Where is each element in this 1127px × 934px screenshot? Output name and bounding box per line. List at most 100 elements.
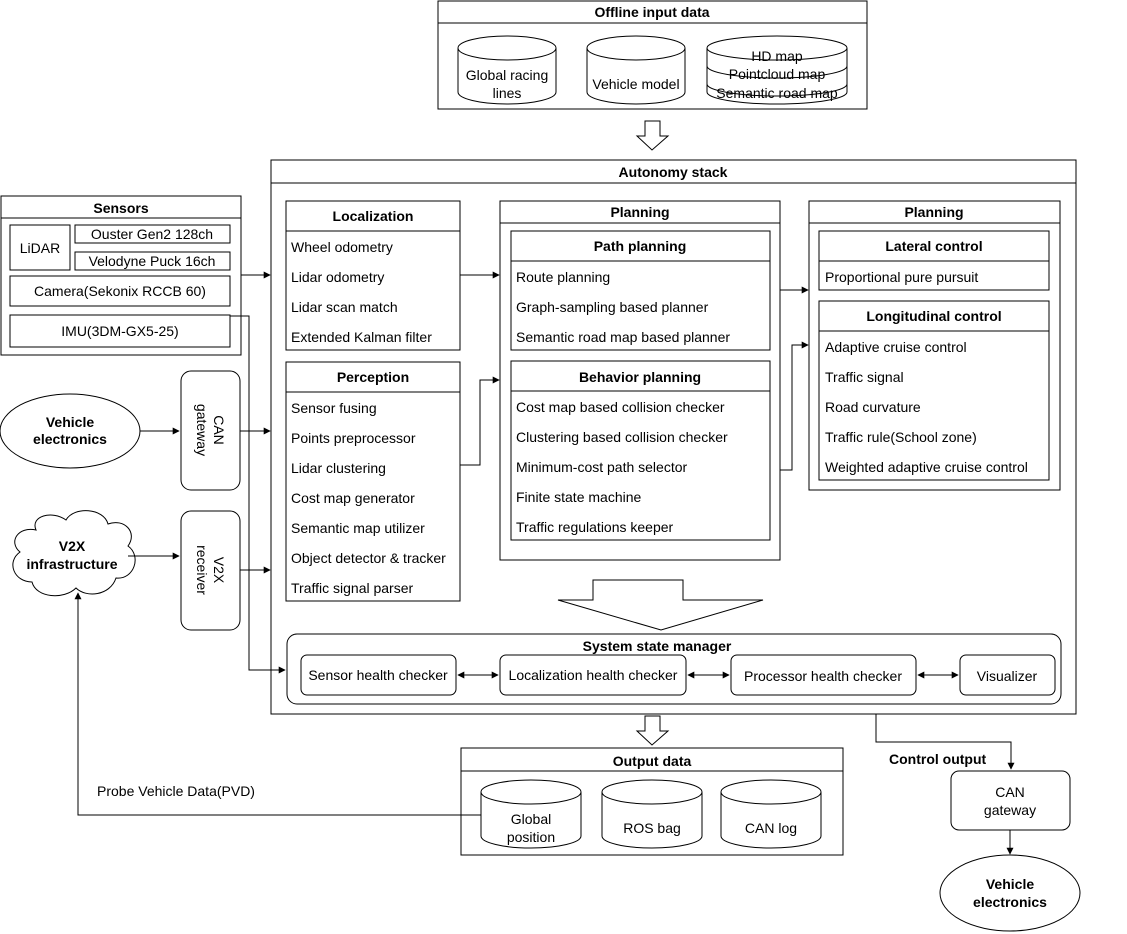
vehicle-electronics-left-label-2: electronics [33,431,107,447]
vehicle-electronics-right-label-2: electronics [973,894,1047,910]
path-planning-item: Graph-sampling based planner [516,299,709,315]
localization-health-checker [499,654,687,696]
longitudinal-control-item: Road curvature [825,399,921,415]
v2x-infra-label-1: V2X [59,538,86,554]
can-gateway-left: CAN gateway [180,370,241,491]
offline-input-title: Offline input data [594,4,709,20]
v2x-receiver: V2X receiver [180,510,241,631]
semantic-road-map-label: Semantic road map [716,85,838,101]
output-data-box: Output data Global position ROS bag CAN … [460,747,844,856]
imu-box [9,314,231,348]
localization-box: Localization Wheel odometry Lidar odomet… [285,200,461,351]
lateral-control-box: Lateral control Proportional pure pursui… [818,230,1050,291]
perception-to-behavior-link [460,376,500,466]
camera-box [9,275,231,307]
control-output-label: Control output [889,751,987,767]
imu-label: IMU(3DM-GX5-25) [61,323,178,339]
autonomy-to-output-arrow [635,715,670,746]
pointcloud-map-label: Pointcloud map [729,66,826,82]
behavior-to-longitudinal-link [780,341,809,471]
perception-item: Semantic map utilizer [291,520,425,536]
visualizer-label: Visualizer [977,668,1038,684]
autonomy-stack-title: Autonomy stack [619,164,728,180]
global-position-label-2: position [507,829,555,845]
longitudinal-control-item: Traffic rule(School zone) [825,429,977,445]
visualizer-box [959,654,1056,696]
longitudinal-control-item: Weighted adaptive cruise control [825,459,1028,475]
longitudinal-control-item: Traffic signal [825,369,904,385]
ros-bag-db: ROS bag [601,779,703,849]
system-state-title: System state manager [583,638,732,654]
can-log-db: CAN log [720,779,822,849]
hd-map-label: HD map [751,48,803,64]
sensor-health-checker [300,654,457,696]
ouster-box [74,224,231,244]
global-racing-lines-label-2: lines [493,85,522,101]
localization-item: Wheel odometry [291,239,393,255]
behavior-planning-title: Behavior planning [579,369,701,385]
planning-right-box: Planning Lateral control Proportional pu… [808,200,1061,491]
global-position-label-1: Global [511,811,551,827]
v2x-receiver-label-2: receiver [194,545,210,595]
perception-item: Traffic signal parser [291,580,413,596]
imu-to-state-manager-link [230,315,286,674]
vehicle-electronics-left-label-1: Vehicle [46,414,94,430]
ouster-label: Ouster Gen2 128ch [91,226,213,242]
vehicle-model-db: Vehicle model [586,35,686,105]
behavior-planning-item: Cost map based collision checker [516,399,725,415]
perception-item: Cost map generator [291,490,415,506]
processor-health-label: Processor health checker [744,668,902,684]
system-state-manager-box: System state manager Sensor health check… [286,633,1062,705]
output-data-title: Output data [613,753,692,769]
localization-health-label: Localization health checker [509,667,678,683]
path-planning-title: Path planning [594,238,687,254]
perception-box: Perception Sensor fusing Points preproce… [285,361,461,602]
processor-health-checker [730,654,917,696]
ros-bag-label: ROS bag [623,820,681,836]
sensors-title: Sensors [93,200,148,216]
planning-to-state-arrow [557,579,764,631]
planning-middle-title: Planning [610,204,669,220]
pvd-label: Probe Vehicle Data(PVD) [97,783,255,799]
localization-item: Extended Kalman filter [291,329,432,345]
localization-item: Lidar odometry [291,269,384,285]
planning-middle-box: Planning Path planning Route planning Gr… [499,200,781,561]
sensor-health-label: Sensor health checker [308,667,448,683]
lidar-label: LiDAR [20,240,60,256]
behavior-planning-item: Minimum-cost path selector [516,459,688,475]
localization-item: Lidar scan match [291,299,398,315]
v2x-infra-label-2: infrastructure [26,556,117,572]
velodyne-label: Velodyne Puck 16ch [89,253,216,269]
v2x-receiver-label-1: V2X [211,557,227,584]
vehicle-model-label: Vehicle model [592,76,679,92]
can-gateway-left-label-1: CAN [211,415,227,445]
longitudinal-control-box: Longitudinal control Adaptive cruise con… [818,300,1050,481]
behavior-planning-box: Behavior planning Cost map based collisi… [510,360,771,541]
v2x-infrastructure-cloud: V2X infrastructure [12,510,136,597]
velodyne-box [74,251,231,271]
can-gateway-right-label-2: gateway [984,802,1036,818]
sensors-box: Sensors LiDAR Ouster Gen2 128ch Velodyne… [0,195,242,356]
localization-title: Localization [333,208,414,224]
global-racing-lines-db: Global racing lines [457,35,557,105]
behavior-planning-item: Finite state machine [516,489,641,505]
global-racing-lines-label-1: Global racing [466,67,549,83]
perception-title: Perception [337,369,409,385]
lidar-box [9,224,71,271]
perception-item: Sensor fusing [291,400,377,416]
pvd-link [74,592,481,816]
perception-item: Object detector & tracker [291,550,446,566]
global-position-db: Global position [480,779,582,849]
perception-item: Lidar clustering [291,460,386,476]
vehicle-electronics-left: Vehicle electronics [0,393,141,469]
lateral-control-title: Lateral control [885,238,982,254]
path-planning-item: Semantic road map based planner [516,329,730,345]
longitudinal-control-title: Longitudinal control [866,308,1001,324]
planning-right-title: Planning [904,204,963,220]
lateral-control-item: Proportional pure pursuit [825,269,978,285]
path-planning-item: Route planning [516,269,610,285]
behavior-planning-item: Traffic regulations keeper [516,519,674,535]
offline-to-autonomy-arrow [635,120,670,151]
